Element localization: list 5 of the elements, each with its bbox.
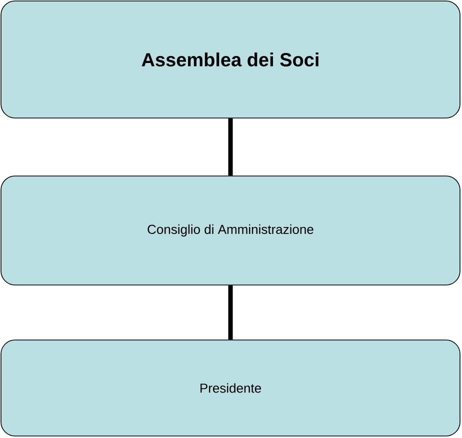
org-box: Presidente [0,340,460,436]
org-box: Consiglio di Amministrazione [0,176,460,286]
connector-line [228,118,233,176]
org-box: Assemblea dei Soci [0,0,460,118]
connector-line [228,285,233,340]
